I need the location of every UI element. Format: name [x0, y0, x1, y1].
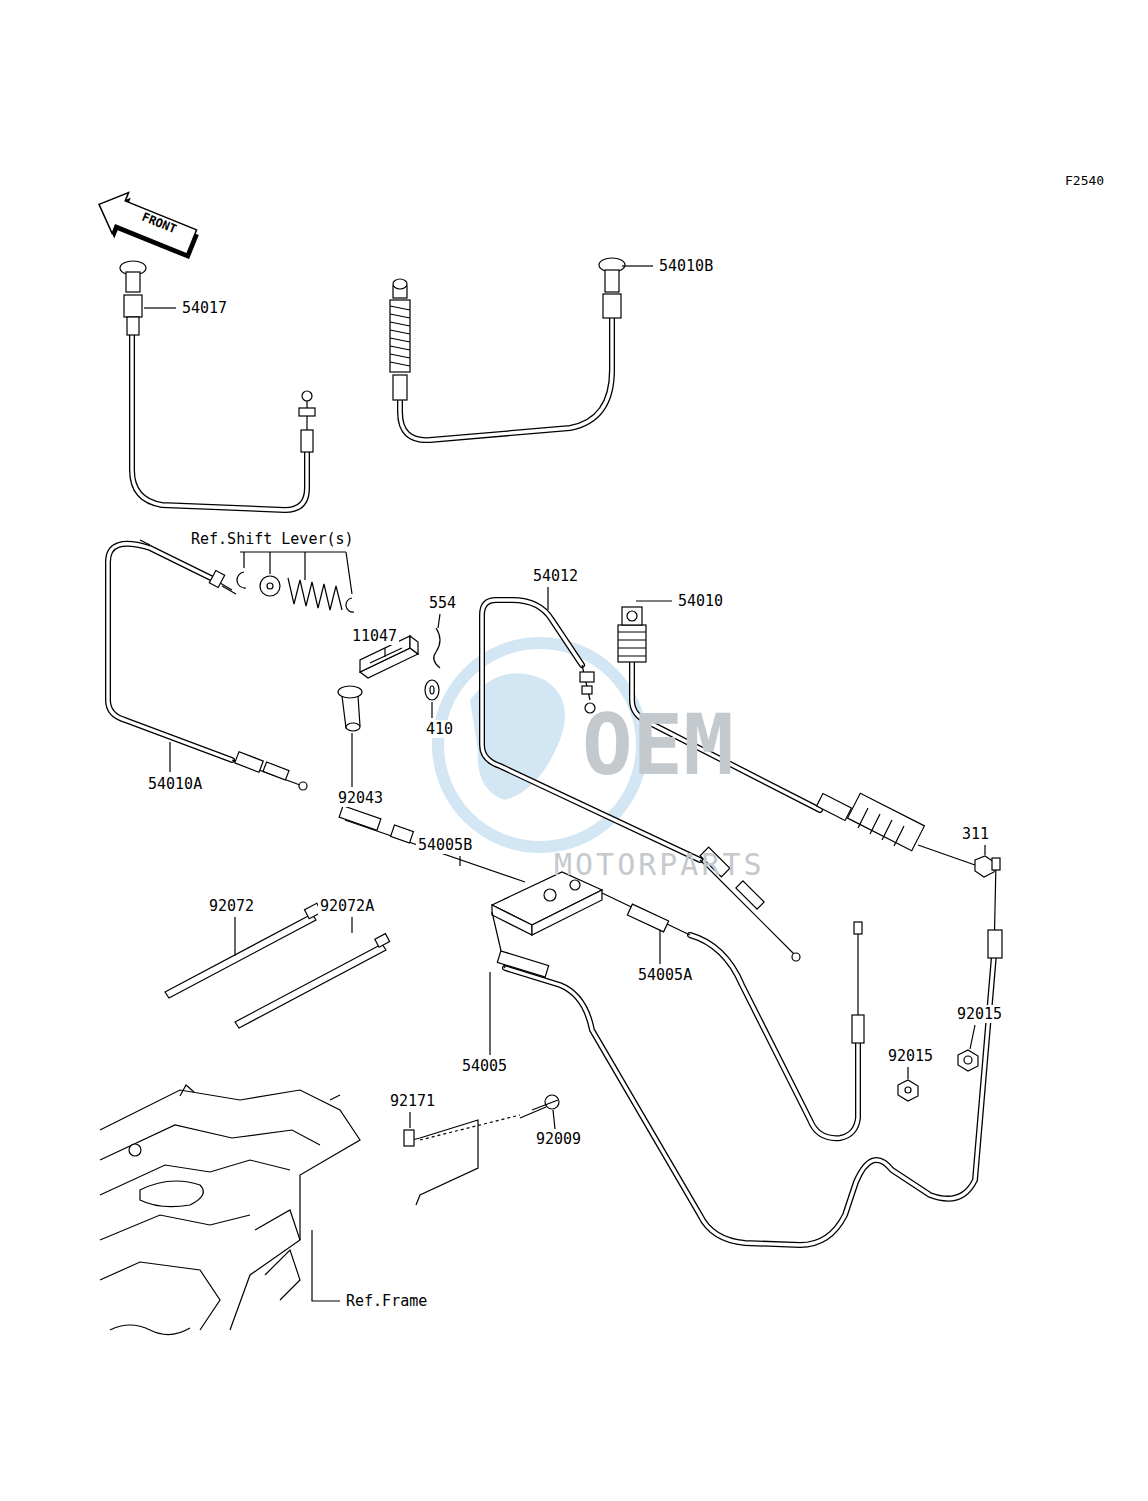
part-number: 311: [960, 825, 991, 843]
part-number: 92072A: [318, 897, 376, 915]
front-arrow: [89, 184, 203, 267]
part-number: 54017: [180, 299, 229, 317]
bracket-bolt: [404, 1095, 559, 1205]
part-number: 54012: [531, 567, 580, 585]
part-number: 54010: [676, 592, 725, 610]
figure-code: F2540: [1063, 173, 1106, 189]
part-number: 92043: [336, 789, 385, 807]
part-number: 410: [424, 720, 455, 738]
part-number: 92009: [534, 1130, 583, 1148]
direction-arrow-text: FRONT: [127, 205, 192, 243]
reference-note: Ref.Shift Lever(s): [189, 530, 356, 548]
part-number: 54005B: [416, 836, 474, 854]
reference-note: Ref.Frame: [344, 1292, 429, 1310]
part-number: 54010A: [146, 775, 204, 793]
part-number: 54010B: [657, 257, 715, 275]
part-number: 11047: [350, 627, 399, 645]
watermark-logo: OEM: [580, 700, 736, 790]
cable-fittings: [120, 258, 1002, 1101]
cable-tubes: [108, 318, 994, 1245]
leader-lines: [144, 266, 985, 1301]
part-number: 92015: [955, 1005, 1004, 1023]
part-number: 54005: [460, 1057, 509, 1075]
cable-ties: [165, 903, 390, 1028]
part-number: 54005A: [636, 966, 694, 984]
watermark-text: MOTORPARTS: [552, 848, 767, 882]
shift-lever-parts: [237, 572, 440, 731]
frame: [100, 1085, 360, 1335]
part-number: 554: [427, 594, 458, 612]
part-number: 92015: [886, 1047, 935, 1065]
part-number: 92072: [207, 897, 256, 915]
part-number: 92171: [388, 1092, 437, 1110]
